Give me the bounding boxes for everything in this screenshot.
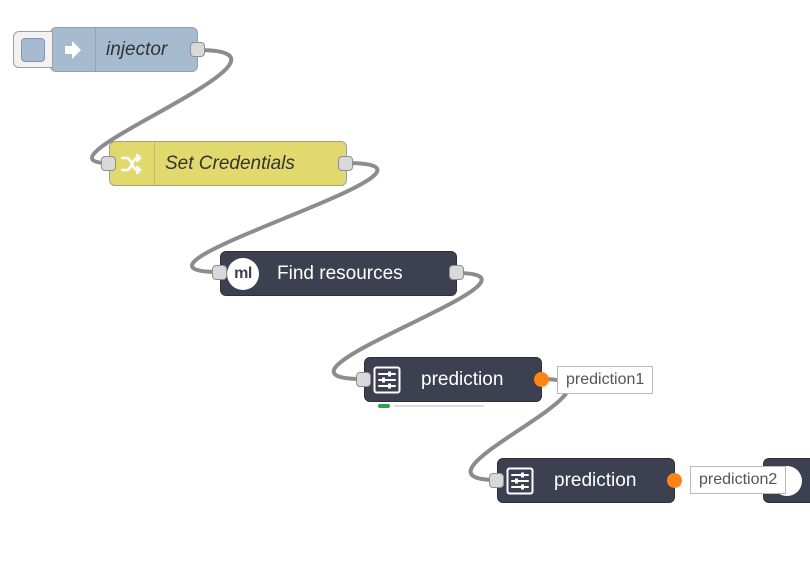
prediction-1-icon-area xyxy=(365,358,409,401)
sliders-icon xyxy=(506,467,534,494)
prediction-1-status-indicator xyxy=(378,404,390,408)
wire-find-resources-to-prediction-1[interactable] xyxy=(331,271,484,381)
set-credentials-node[interactable]: Set Credentials xyxy=(109,141,347,186)
prediction-1-status-text-stub xyxy=(394,405,484,407)
prediction-1-output-port[interactable] xyxy=(534,372,549,387)
shuffle-icon xyxy=(120,153,142,174)
prediction-2-output-port[interactable] xyxy=(667,473,682,488)
prediction-2-input-port[interactable] xyxy=(489,473,504,488)
set-credentials-input-port[interactable] xyxy=(101,156,116,171)
find-resources-label: Find resources xyxy=(277,262,403,284)
sliders-icon xyxy=(373,366,401,393)
set-credentials-label: Set Credentials xyxy=(165,152,295,174)
find-resources-node[interactable]: ml Find resources xyxy=(220,251,457,296)
prediction-1-label: prediction xyxy=(421,368,504,390)
set-credentials-output-port[interactable] xyxy=(338,156,353,171)
wire-injector-to-set-credentials[interactable] xyxy=(90,48,234,165)
ml-icon: ml xyxy=(227,257,259,290)
injector-output-port[interactable] xyxy=(190,42,205,57)
prediction-2-node[interactable]: prediction xyxy=(497,458,675,503)
prediction-2-icon-area xyxy=(498,459,542,502)
find-resources-output-port[interactable] xyxy=(449,265,464,280)
set-credentials-icon-area xyxy=(110,142,155,185)
prediction-1-output-label: prediction1 xyxy=(557,366,654,394)
inject-node-icon-area xyxy=(51,28,96,71)
arrow-right-icon xyxy=(65,40,81,59)
inject-node[interactable]: injector xyxy=(50,27,198,72)
inject-trigger-button[interactable] xyxy=(13,31,53,68)
prediction-1-input-port[interactable] xyxy=(356,372,371,387)
inject-trigger-inner xyxy=(21,38,45,62)
find-resources-icon-area: ml xyxy=(221,252,265,295)
find-resources-input-port[interactable] xyxy=(212,265,227,280)
inject-node-label: injector xyxy=(106,38,168,60)
prediction-2-label: prediction xyxy=(554,469,637,491)
wire-set-credentials-to-find-resources[interactable] xyxy=(190,161,380,274)
prediction-2-output-label: prediction2 xyxy=(690,466,787,494)
prediction-1-node[interactable]: prediction xyxy=(364,357,542,402)
